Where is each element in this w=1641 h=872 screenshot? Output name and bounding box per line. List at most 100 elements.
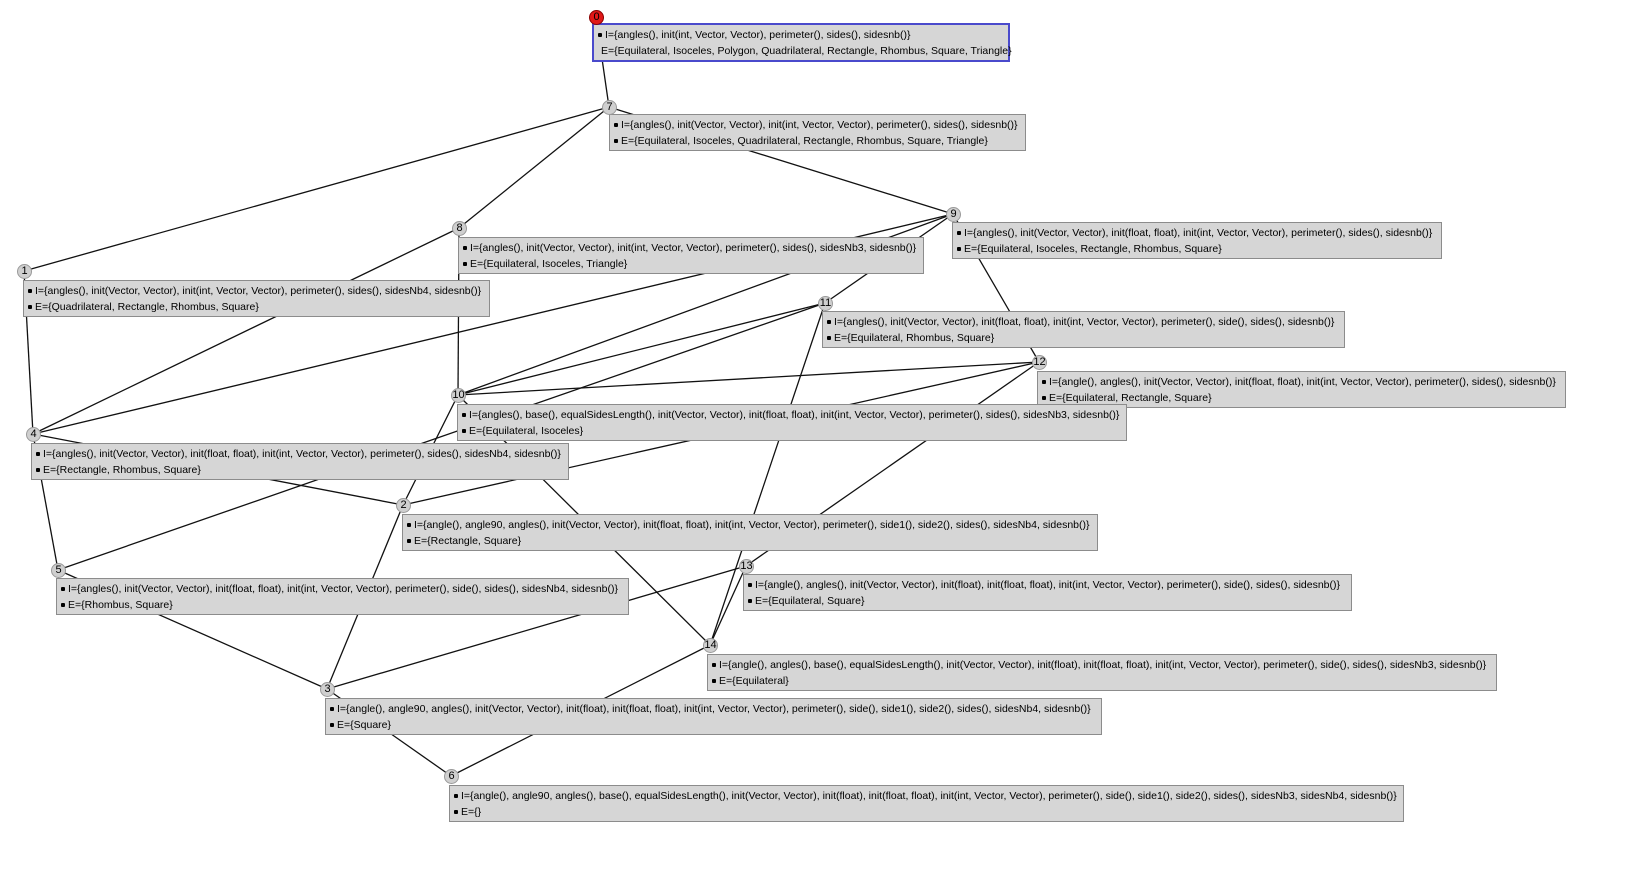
node-marker-10[interactable]: 10 (451, 388, 466, 403)
node-marker-4[interactable]: 4 (26, 427, 41, 442)
concept-extent-text: E={Equilateral, Square} (755, 595, 865, 607)
edge-12-10 (457, 361, 1040, 396)
bullet-icon (28, 305, 32, 309)
node-marker-12[interactable]: 12 (1032, 355, 1047, 370)
node-marker-2[interactable]: 2 (396, 498, 411, 513)
concept-box-12[interactable]: I={angle(), angles(), init(Vector, Vecto… (1037, 371, 1566, 408)
bullet-icon (748, 583, 752, 587)
bullet-icon (330, 723, 334, 727)
concept-intent-row: I={angles(), init(Vector, Vector), init(… (28, 283, 485, 299)
node-marker-6[interactable]: 6 (444, 769, 459, 784)
edge-11-10 (457, 302, 826, 396)
concept-extent-text: E={Square} (337, 719, 392, 731)
bullet-icon (36, 452, 40, 456)
concept-intent-text: I={angles(), init(Vector, Vector), init(… (621, 119, 1018, 131)
concept-extent-text: E={} (461, 806, 482, 818)
concept-extent-text: E={Rectangle, Square} (414, 535, 522, 547)
concept-box-4[interactable]: I={angles(), init(Vector, Vector), init(… (31, 443, 569, 480)
concept-intent-row: I={angle(), angle90, angles(), init(Vect… (330, 701, 1097, 717)
concept-extent-text: E={Equilateral, Isoceles} (469, 425, 584, 437)
bullet-icon (614, 139, 618, 143)
concept-extent-row: E={Equilateral, Rhombus, Square} (827, 330, 1340, 346)
bullet-icon (712, 679, 716, 683)
concept-extent-row: E={Equilateral, Isoceles} (462, 423, 1122, 439)
concept-box-3[interactable]: I={angle(), angle90, angles(), init(Vect… (325, 698, 1102, 735)
concept-box-10[interactable]: I={angles(), base(), equalSidesLength(),… (457, 404, 1127, 441)
concept-extent-row: E={Equilateral, Isoceles, Triangle} (463, 256, 919, 272)
bullet-icon (330, 707, 334, 711)
node-marker-3[interactable]: 3 (320, 682, 335, 697)
bullet-icon (614, 123, 618, 127)
bullet-icon (61, 603, 65, 607)
concept-extent-row: E={Equilateral, Square} (748, 593, 1347, 609)
bullet-icon (36, 468, 40, 472)
concept-intent-row: I={angles(), init(Vector, Vector), init(… (827, 314, 1340, 330)
concept-extent-text: E={Equilateral, Rhombus, Square} (834, 332, 995, 344)
concept-intent-text: I={angles(), init(int, Vector, Vector), … (605, 29, 911, 41)
concept-box-11[interactable]: I={angles(), init(Vector, Vector), init(… (822, 311, 1345, 348)
bullet-icon (407, 539, 411, 543)
concept-intent-row: I={angle(), angle90, angles(), base(), e… (454, 788, 1399, 804)
concept-extent-text: E={Rectangle, Rhombus, Square} (43, 464, 201, 476)
concept-intent-text: I={angle(), angle90, angles(), base(), e… (461, 790, 1397, 802)
concept-intent-text: I={angle(), angles(), init(Vector, Vecto… (1049, 376, 1556, 388)
node-marker-9[interactable]: 9 (946, 207, 961, 222)
node-marker-5[interactable]: 5 (51, 563, 66, 578)
concept-box-5[interactable]: I={angles(), init(Vector, Vector), init(… (56, 578, 629, 615)
edge-7-8 (458, 106, 610, 229)
bullet-icon (827, 320, 831, 324)
bullet-icon (462, 429, 466, 433)
concept-box-6[interactable]: I={angle(), angle90, angles(), base(), e… (449, 785, 1404, 822)
bullet-icon (407, 523, 411, 527)
concept-extent-text: E={Equilateral, Isoceles, Triangle} (470, 258, 628, 270)
concept-intent-text: I={angles(), init(Vector, Vector), init(… (43, 448, 561, 460)
bullet-icon (454, 794, 458, 798)
concept-extent-row: E={Equilateral, Rectangle, Square} (1042, 390, 1561, 406)
node-marker-0[interactable]: 0 (589, 10, 604, 25)
concept-box-8[interactable]: I={angles(), init(Vector, Vector), init(… (458, 237, 924, 274)
node-marker-7[interactable]: 7 (602, 100, 617, 115)
concept-extent-text: E={Equilateral, Isoceles, Quadrilateral,… (621, 135, 988, 147)
concept-extent-row: E={Equilateral} (712, 673, 1492, 689)
bullet-icon (1042, 396, 1046, 400)
concept-intent-row: I={angle(), angle90, angles(), init(Vect… (407, 517, 1093, 533)
concept-extent-text: E={Equilateral, Isoceles, Polygon, Quadr… (601, 45, 1012, 57)
concept-intent-text: I={angle(), angle90, angles(), init(Vect… (337, 703, 1091, 715)
bullet-icon (1042, 380, 1046, 384)
concept-intent-row: I={angles(), init(Vector, Vector), init(… (36, 446, 564, 462)
concept-extent-row: E={Rectangle, Square} (407, 533, 1093, 549)
node-marker-8[interactable]: 8 (452, 221, 467, 236)
concept-box-0[interactable]: I={angles(), init(int, Vector, Vector), … (592, 23, 1012, 62)
bullet-icon (957, 231, 961, 235)
concept-extent-row: E={Square} (330, 717, 1097, 733)
concept-intent-text: I={angle(), angles(), base(), equalSides… (719, 659, 1487, 671)
edge-8-4 (32, 227, 460, 435)
concept-intent-row: I={angles(), init(Vector, Vector), init(… (957, 225, 1437, 241)
node-marker-1[interactable]: 1 (17, 264, 32, 279)
edge-13-3 (326, 565, 747, 690)
node-marker-13[interactable]: 13 (739, 559, 754, 574)
concept-box-1[interactable]: I={angles(), init(Vector, Vector), init(… (23, 280, 490, 317)
concept-intent-row: I={angles(), init(Vector, Vector), init(… (61, 581, 624, 597)
concept-intent-text: I={angles(), base(), equalSidesLength(),… (469, 409, 1120, 421)
concept-box-2[interactable]: I={angle(), angle90, angles(), init(Vect… (402, 514, 1098, 551)
node-marker-11[interactable]: 11 (818, 296, 833, 311)
bullet-icon (827, 336, 831, 340)
concept-box-7[interactable]: I={angles(), init(Vector, Vector), init(… (609, 114, 1026, 151)
concept-extent-text: E={Equilateral, Rectangle, Square} (1049, 392, 1212, 404)
concept-extent-text: E={Equilateral} (719, 675, 789, 687)
bullet-icon (462, 413, 466, 417)
concept-extent-text: E={Equilateral, Isoceles, Rectangle, Rho… (964, 243, 1222, 255)
node-marker-14[interactable]: 14 (703, 638, 718, 653)
bullet-icon (598, 33, 602, 37)
concept-box-14[interactable]: I={angle(), angles(), base(), equalSides… (707, 654, 1497, 691)
concept-intent-text: I={angle(), angle90, angles(), init(Vect… (414, 519, 1090, 531)
edge-11-14 (709, 302, 826, 646)
concept-box-9[interactable]: I={angles(), init(Vector, Vector), init(… (952, 222, 1442, 259)
bullet-icon (712, 663, 716, 667)
concept-extent-row: E={Rectangle, Rhombus, Square} (36, 462, 564, 478)
concept-box-13[interactable]: I={angle(), angles(), init(Vector, Vecto… (743, 574, 1352, 611)
edge-7-1 (23, 106, 610, 272)
